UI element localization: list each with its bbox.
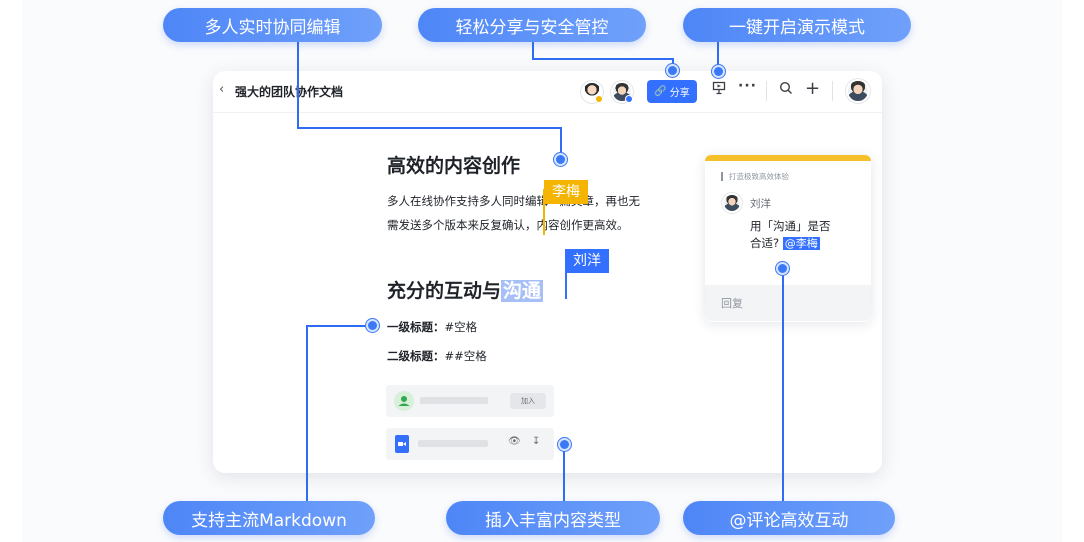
placeholder-text-bar — [418, 440, 488, 447]
more-icon[interactable]: ··· — [738, 78, 757, 94]
connector-insert — [563, 444, 565, 501]
collaborator-status-dot — [625, 95, 633, 103]
feature-pill-mention: @评论高效互动 — [683, 501, 895, 535]
paragraph-line-2: 需发送多个版本来反复确认，内容创作更高效。 — [387, 218, 629, 232]
feature-pill-share: 轻松分享与安全管控 — [418, 8, 646, 42]
connector-collab — [560, 127, 562, 158]
toolbar-divider — [766, 81, 767, 101]
cursor-label-user1: 李梅 — [544, 180, 588, 204]
placeholder-text-bar — [420, 397, 488, 404]
commenter-avatar — [722, 193, 742, 213]
download-icon[interactable]: ↧ — [532, 436, 541, 447]
feature-pill-markdown: 支持主流Markdown — [163, 501, 375, 535]
section-heading-2: 充分的互动与沟通 — [387, 276, 544, 303]
connector-dot-insert — [558, 438, 571, 451]
feature-pill-collab: 多人实时协同编辑 — [163, 8, 382, 42]
reply-placeholder: 回复 — [721, 297, 743, 310]
embedded-group-card[interactable]: 加入 — [386, 385, 554, 417]
search-icon[interactable] — [779, 81, 793, 99]
comment-text-line-1: 用「沟通」是否 — [750, 219, 831, 233]
share-button-label: 分享 — [669, 88, 690, 99]
toolbar-divider — [832, 81, 833, 101]
feature-pill-insert: 插入丰富内容类型 — [446, 501, 660, 535]
heading-2-text: 充分的互动与 — [387, 280, 502, 302]
connector-markdown — [306, 325, 372, 327]
video-file-icon — [395, 435, 409, 453]
connector-dot-markdown — [366, 319, 379, 332]
doc-toolbar: ‹ 强大的团队协作文档 🔗 分享 ··· + — [213, 71, 882, 113]
share-button[interactable]: 🔗 分享 — [647, 80, 697, 103]
comment-quote: 打造极致高效体验 — [729, 172, 789, 181]
connector-markdown — [306, 325, 308, 501]
add-icon[interactable]: + — [805, 78, 821, 99]
markdown-hint-h1-label: 一级标题： — [387, 320, 445, 334]
connector-collab — [297, 42, 299, 128]
cursor-caret-user2 — [565, 271, 567, 299]
group-icon — [394, 391, 414, 411]
presentation-icon[interactable] — [712, 81, 726, 99]
connector-present — [717, 42, 719, 68]
current-user-avatar[interactable] — [846, 79, 870, 103]
section-heading-1: 高效的内容创作 — [387, 155, 521, 177]
connector-share — [532, 58, 673, 60]
quote-marker — [721, 172, 723, 181]
document-window: ‹ 强大的团队协作文档 🔗 分享 ··· + 高效的内容创作 多人在线协作支持多… — [213, 71, 882, 473]
paragraph-line-1: 多人在线协作支持多人同时编辑一篇文章，再也无 — [387, 194, 640, 208]
comment-text-suffix: 合适? — [750, 236, 780, 250]
markdown-hint-h2-label: 二级标题： — [387, 349, 445, 363]
join-button[interactable]: 加入 — [510, 393, 546, 409]
cursor-caret-user1 — [543, 189, 545, 235]
connector-share — [532, 42, 534, 59]
comment-highlight-bar — [705, 155, 871, 161]
connector-dot-collab — [554, 153, 567, 166]
mention-tag[interactable]: @李梅 — [782, 237, 820, 250]
selected-text[interactable]: 沟通 — [501, 280, 544, 302]
embedded-video-card[interactable]: 👁 ↧ — [386, 428, 554, 460]
connector-dot-present — [712, 65, 725, 78]
cursor-label-user2: 刘洋 — [565, 249, 609, 273]
connector-mention — [782, 268, 784, 501]
chevron-left-icon[interactable]: ‹ — [219, 82, 225, 97]
collaborator-status-dot — [595, 95, 603, 103]
doc-title: 强大的团队协作文档 — [235, 85, 344, 99]
markdown-hint-h1: 一级标题：#空格 — [387, 319, 477, 335]
reply-input[interactable]: 回复 — [705, 285, 871, 321]
markdown-hint-h2-syntax: ##空格 — [444, 349, 487, 363]
comment-text-line-2: 合适? @李梅 — [750, 235, 820, 251]
markdown-hint-h1-syntax: #空格 — [444, 320, 478, 334]
markdown-hint-h2: 二级标题：##空格 — [387, 348, 487, 364]
connector-collab — [297, 127, 561, 129]
connector-share — [672, 58, 674, 68]
connector-dot-mention — [776, 262, 789, 275]
preview-icon[interactable]: 👁 — [508, 436, 521, 447]
feature-pill-present: 一键开启演示模式 — [683, 8, 911, 42]
commenter-name: 刘洋 — [750, 198, 771, 210]
connector-dot-share — [666, 64, 679, 77]
link-icon: 🔗 — [654, 86, 667, 97]
